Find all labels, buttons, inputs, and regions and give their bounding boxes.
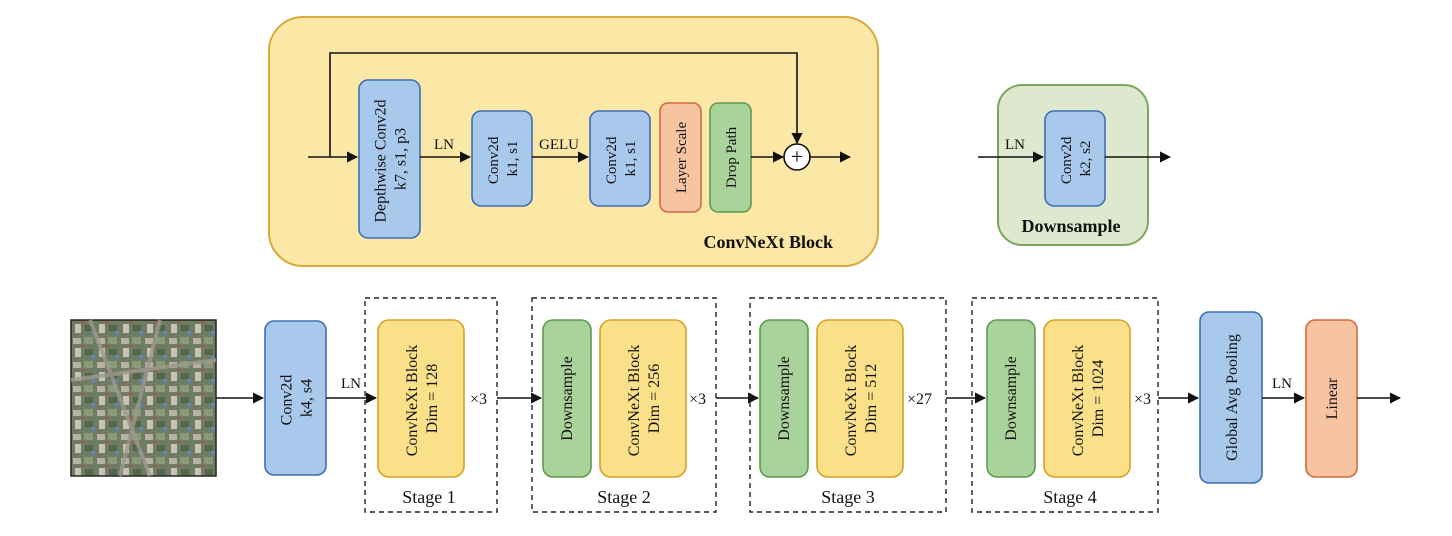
stage-3-frame [749,297,947,513]
stem-conv-box [264,320,327,476]
stage-2-downsample-label: Downsample [559,356,576,440]
stage-2-label: Stage 2 [597,487,651,507]
stage-2-convnext-label: ConvNeXt Block Dim = 256 [626,341,663,457]
stage-2-repeat: ×3 [689,391,706,408]
ln-label: LN [434,137,454,153]
downsample-conv-box [1044,110,1106,207]
stage-3-label: Stage 3 [821,487,875,507]
drop-path-label: Drop Path [724,126,740,188]
convnext-block-title: ConvNeXt Block [704,232,834,252]
conv1-label: Conv2d k1, s1 [486,133,521,184]
linear-label: Linear [1324,377,1341,419]
stage-1-convnext-label: ConvNeXt Block Dim = 128 [404,341,441,457]
stage-2-convnext-box [599,319,687,478]
stage-4-downsample-box [986,319,1036,478]
pool-ln-label: LN [1272,376,1292,392]
stage-2-downsample-box [542,319,592,478]
stage-1-convnext-box [377,319,465,478]
global-avg-pool-label: Global Avg Pooling [1224,334,1241,461]
stage-3: Downsample ConvNeXt Block Dim = 512 ×27 … [749,297,947,513]
stage-3-downsample-label: Downsample [776,356,793,440]
gelu-label: GELU [539,137,579,153]
residual-connection [329,52,803,157]
conv2-box [589,110,651,207]
depthwise-conv-label: Depthwise Conv2d k7, s1, p3 [373,95,410,222]
downsample-panel: LN Conv2d k2, s2 Downsample [978,84,1172,246]
stage-4-frame [971,297,1159,513]
stage-1: ConvNeXt Block Dim = 128 ×3 Stage 1 [364,297,498,513]
stage-4: Downsample ConvNeXt Block Dim = 1024 ×3 … [971,297,1159,513]
downsample-title: Downsample [1021,216,1120,236]
layer-scale-label: Layer Scale [674,122,690,194]
stage-1-label: Stage 1 [402,487,456,507]
stage-4-convnext-box [1043,319,1131,478]
convnext-block-panel: Depthwise Conv2d k7, s1, p3 LN Conv2d k1… [268,16,879,267]
downsample-ln-label: LN [1005,137,1025,153]
stage-4-downsample-label: Downsample [1003,356,1020,440]
stage-3-convnext-label: ConvNeXt Block Dim = 512 [843,341,880,457]
stage-1-frame [364,297,498,513]
downsample-conv-label: Conv2d k2, s2 [1059,133,1094,184]
depthwise-conv-box [358,79,421,239]
stage-4-repeat: ×3 [1134,391,1151,408]
stage-2: Downsample ConvNeXt Block Dim = 256 ×3 S… [531,297,717,513]
stem-conv-label: Conv2d k4, s4 [279,371,316,426]
stage-2-frame [531,297,717,513]
pipeline: Conv2d k4, s4 LN ConvNeXt Block Dim = 12… [70,297,1402,513]
stem-ln-label: LN [341,376,361,392]
input-aerial-image [70,319,217,477]
stage-4-convnext-label: ConvNeXt Block Dim = 1024 [1070,341,1107,457]
conv2-label: Conv2d k1, s1 [604,133,639,184]
stage-3-convnext-box [816,319,904,478]
stage-3-repeat: ×27 [907,391,932,408]
stage-3-downsample-box [759,319,809,478]
stage-1-repeat: ×3 [470,391,487,408]
add-symbol: + [791,144,803,169]
layer-scale-box [659,102,702,213]
conv1-box [471,110,533,207]
stage-4-label: Stage 4 [1043,487,1097,507]
